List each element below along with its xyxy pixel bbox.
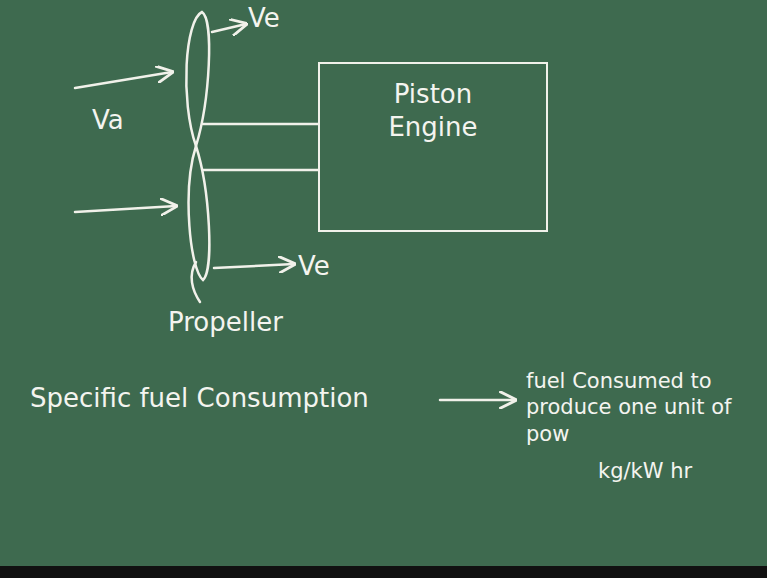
engine-box: Piston Engine [318,62,548,232]
velocity-label: Va [92,104,124,137]
velocity-label: Ve [248,2,280,35]
part-label: Propeller [168,306,283,339]
propeller-blade [189,146,210,280]
definition-note: fuel Consumed to produce one unit of pow [526,368,758,447]
shaft-line [203,169,318,172]
term-label: Specific fuel Consumption [30,382,430,415]
velocity-label: Ve [298,250,330,283]
inflow-arrow [75,206,176,212]
unit-label: kg/kW hr [598,458,692,484]
outflow-arrow [214,264,294,268]
engine-label: Piston Engine [373,78,493,143]
board-bottom-edge [0,566,767,578]
leader-line [192,262,200,302]
inflow-arrow [75,72,172,88]
propeller-blade [186,12,209,146]
shaft-line [203,123,318,126]
arrow [440,399,515,402]
outflow-arrow [212,24,246,32]
